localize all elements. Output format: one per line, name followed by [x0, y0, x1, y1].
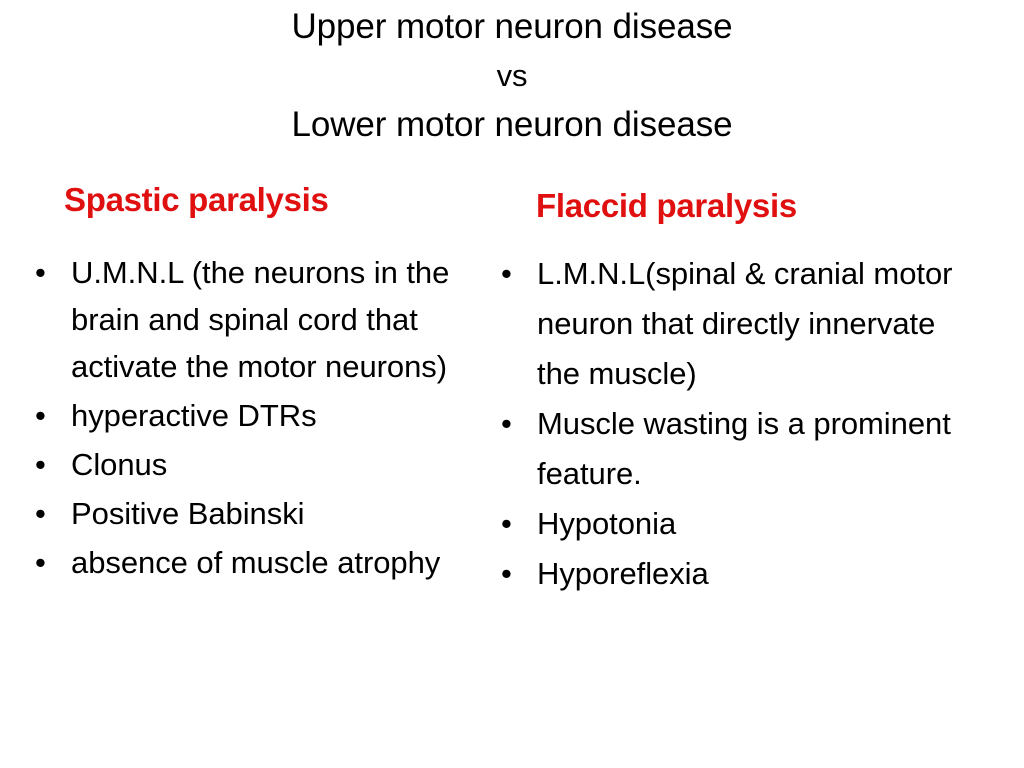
- column-upper-motor-neuron: • U.M.N.L (the neurons in the brain and …: [22, 249, 484, 588]
- bullet-marker-icon: •: [35, 496, 46, 531]
- list-item-text: hyperactive DTRs: [71, 398, 317, 433]
- list-item-text: Clonus: [71, 447, 168, 482]
- list-item: • L.M.N.L(spinal & cranial motor neuron …: [488, 249, 978, 399]
- bullet-list-right: • L.M.N.L(spinal & cranial motor neuron …: [488, 249, 978, 599]
- bullet-list-left: • U.M.N.L (the neurons in the brain and …: [22, 249, 484, 586]
- list-item: • Hypotonia: [488, 499, 978, 549]
- list-item-text: Muscle wasting is a prominent feature.: [537, 406, 951, 491]
- list-item-text: Positive Babinski: [71, 496, 305, 531]
- bullet-marker-icon: •: [35, 398, 46, 433]
- list-item-text: absence of muscle atrophy: [71, 545, 441, 580]
- list-item-text: Hypotonia: [537, 506, 677, 541]
- list-item: • Muscle wasting is a prominent feature.: [488, 399, 978, 499]
- list-item: • Clonus: [22, 441, 484, 488]
- bullet-marker-icon: •: [501, 556, 512, 591]
- list-item-text: Hyporeflexia: [537, 556, 709, 591]
- list-item-text: L.M.N.L(spinal & cranial motor neuron th…: [537, 256, 953, 391]
- bullet-marker-icon: •: [501, 506, 512, 541]
- list-item: • absence of muscle atrophy: [22, 539, 484, 586]
- list-item: • Hyporeflexia: [488, 549, 978, 599]
- list-item-text: U.M.N.L (the neurons in the brain and sp…: [71, 255, 450, 384]
- list-item: • hyperactive DTRs: [22, 392, 484, 439]
- list-item: • Positive Babinski: [22, 490, 484, 537]
- bullet-marker-icon: •: [501, 256, 512, 291]
- list-item: • U.M.N.L (the neurons in the brain and …: [22, 249, 484, 390]
- bullet-marker-icon: •: [501, 406, 512, 441]
- title-line-upper: Upper motor neuron disease: [291, 7, 733, 46]
- bullet-marker-icon: •: [35, 255, 46, 290]
- column-heading-flaccid-paralysis: Flaccid paralysis: [536, 187, 797, 224]
- bullet-marker-icon: •: [35, 545, 46, 580]
- bullet-marker-icon: •: [35, 447, 46, 482]
- title-line-vs: vs: [496, 58, 528, 93]
- slide-title: Upper motor neuron disease vs Lower moto…: [0, 2, 1024, 149]
- column-lower-motor-neuron: • L.M.N.L(spinal & cranial motor neuron …: [488, 249, 978, 599]
- column-heading-spastic-paralysis: Spastic paralysis: [64, 181, 329, 218]
- title-line-lower: Lower motor neuron disease: [291, 105, 733, 144]
